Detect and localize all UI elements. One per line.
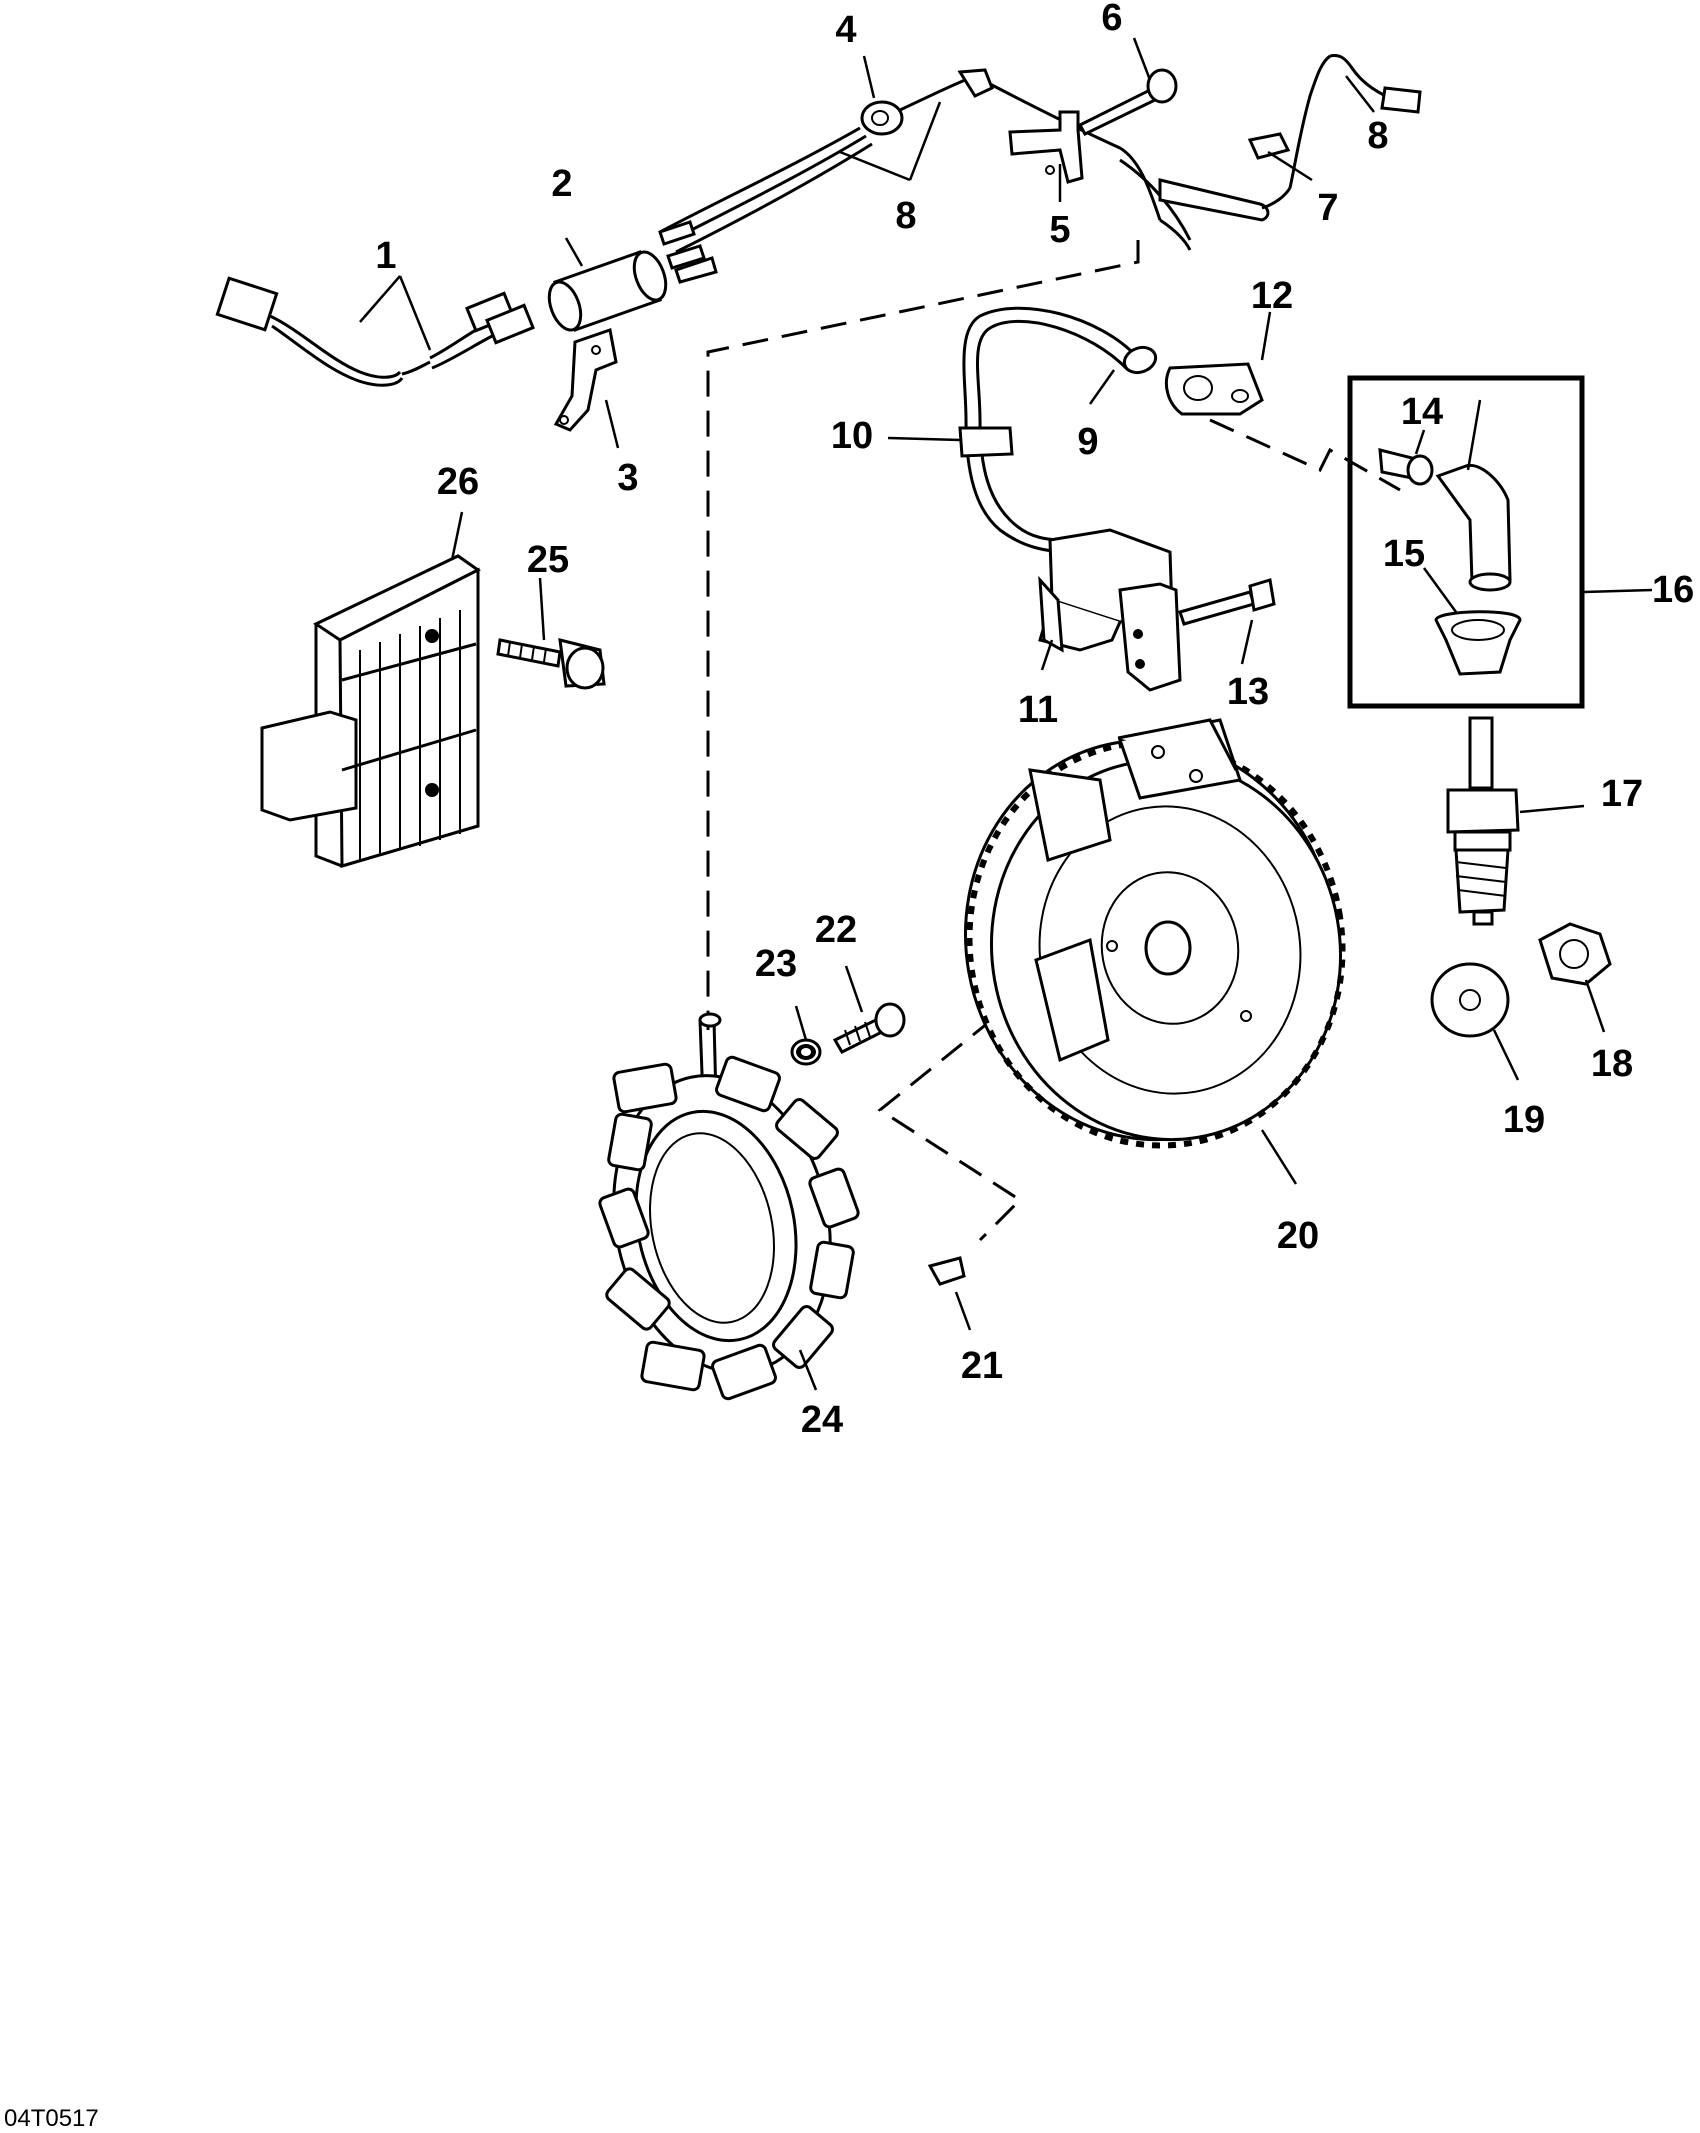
part-8-wires (659, 54, 1422, 254)
callout-1: 1 (375, 235, 396, 277)
part-3-bracket (553, 328, 618, 432)
part-12-clamp (1165, 362, 1264, 416)
callout-24: 24 (801, 1399, 843, 1441)
part-11-ignition-coil (958, 306, 1182, 692)
callout-22: 22 (815, 909, 857, 951)
part-5-bracket (1008, 110, 1084, 184)
callout-19: 19 (1503, 1099, 1545, 1141)
callout-20: 20 (1277, 1215, 1319, 1257)
callout-numbers: 1 2 3 4 5 6 7 8 8 9 10 11 12 13 14 15 16… (375, 0, 1694, 1441)
callout-8-right: 8 (1367, 115, 1388, 157)
part-2-sleeve (547, 250, 668, 332)
part-22-bolt (832, 1002, 906, 1054)
callout-13: 13 (1227, 671, 1269, 713)
dashed-leaders (706, 240, 1401, 1242)
part-18-nut (1538, 922, 1612, 986)
part-16-kit-box (1347, 375, 1585, 709)
leader-lines (359, 37, 1653, 1391)
callout-4: 4 (835, 9, 856, 51)
diagram-reference-code: 04T0517 (4, 2105, 99, 2132)
callout-25: 25 (527, 539, 569, 581)
callout-8-left: 8 (895, 195, 916, 237)
part-25-bolt (496, 638, 606, 690)
part-17-spark-plug (1446, 716, 1520, 926)
callout-26: 26 (437, 461, 479, 503)
callout-6: 6 (1101, 0, 1122, 39)
callout-15: 15 (1383, 533, 1425, 575)
callout-7: 7 (1317, 187, 1338, 229)
callout-16: 16 (1652, 569, 1694, 611)
callout-11: 11 (1018, 689, 1058, 731)
callout-23: 23 (755, 943, 797, 985)
part-21-key (927, 1256, 966, 1286)
callout-14: 14 (1401, 391, 1443, 433)
callout-12: 12 (1251, 275, 1293, 317)
part-6-screw (1077, 68, 1178, 136)
part-8-terminals (658, 220, 718, 284)
part-4-grommet (860, 100, 904, 136)
callout-3: 3 (617, 457, 638, 499)
part-26-regulator (260, 554, 481, 868)
part-19-washer (1430, 962, 1510, 1038)
callout-5: 5 (1049, 209, 1070, 251)
callout-17: 17 (1601, 773, 1643, 815)
part-24-stator (598, 1012, 860, 1401)
part-20-flywheel (963, 718, 1346, 1149)
part-23-washer (790, 1038, 822, 1066)
callout-9: 9 (1077, 421, 1098, 463)
callout-10: 10 (831, 415, 873, 457)
callout-21: 21 (961, 1345, 1003, 1387)
callout-18: 18 (1591, 1043, 1633, 1085)
part-1-harness (215, 276, 535, 387)
callout-2: 2 (551, 163, 572, 205)
part-13-screw (1178, 578, 1276, 626)
